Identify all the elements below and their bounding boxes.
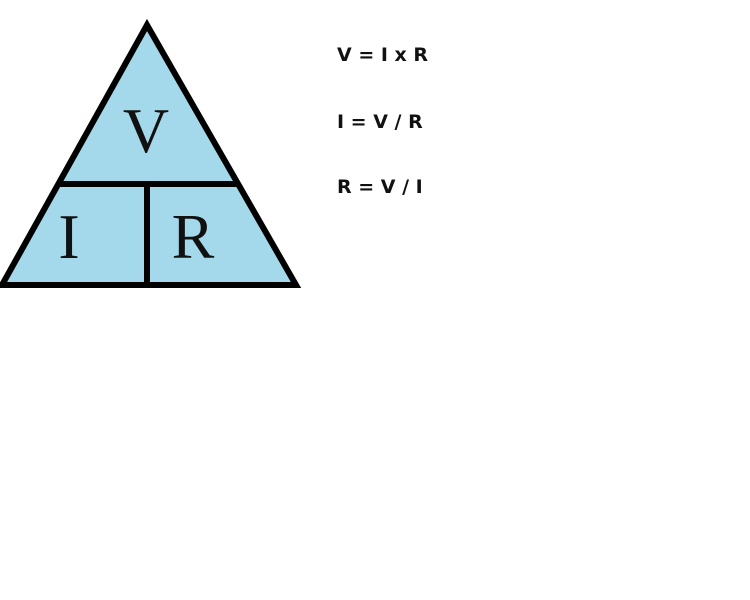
label-current: I — [58, 201, 79, 272]
formula-current: I = V / R — [337, 111, 423, 133]
formula-resistance: R = V / I — [337, 176, 423, 198]
label-voltage: V — [123, 95, 169, 166]
ohms-law-triangle: V I R — [0, 18, 302, 288]
label-resistance: R — [172, 201, 215, 272]
formula-voltage: V = I x R — [337, 44, 429, 66]
